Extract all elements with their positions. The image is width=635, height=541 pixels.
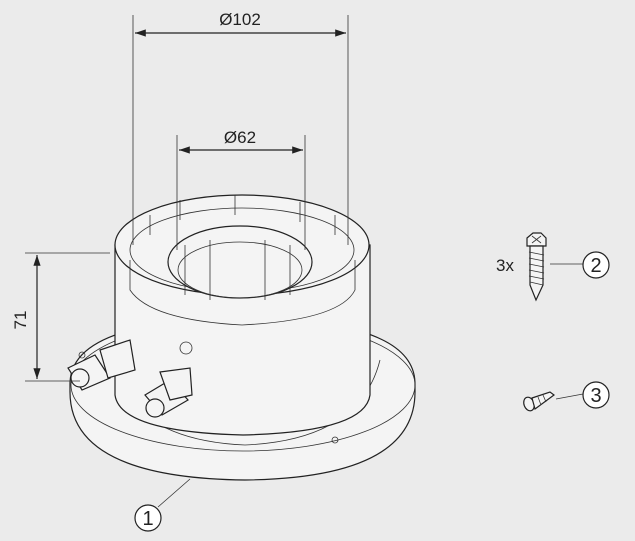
- callout-1: 1: [134, 504, 162, 532]
- svg-text:3: 3: [590, 385, 601, 407]
- wing-nut-right: [144, 367, 193, 418]
- dimension-inner-diameter: [176, 135, 306, 250]
- callout-2: 2: [582, 251, 610, 279]
- callout-3: 3: [582, 381, 610, 409]
- leader-line-3: [555, 393, 584, 400]
- label-inner-diameter: Ø62: [224, 128, 256, 147]
- small-screw-icon: [523, 391, 556, 412]
- svg-text:2: 2: [590, 255, 601, 277]
- wing-nut-left: [67, 339, 136, 391]
- dimension-outer-diameter: [132, 15, 349, 245]
- label-height: 71: [11, 311, 30, 330]
- screw-icon: [526, 232, 547, 302]
- leader-line-1: [157, 478, 191, 508]
- svg-text:1: 1: [142, 508, 153, 530]
- label-outer-diameter: Ø102: [219, 10, 261, 29]
- quantity-label: 3x: [496, 256, 514, 275]
- dimension-height: [25, 252, 110, 382]
